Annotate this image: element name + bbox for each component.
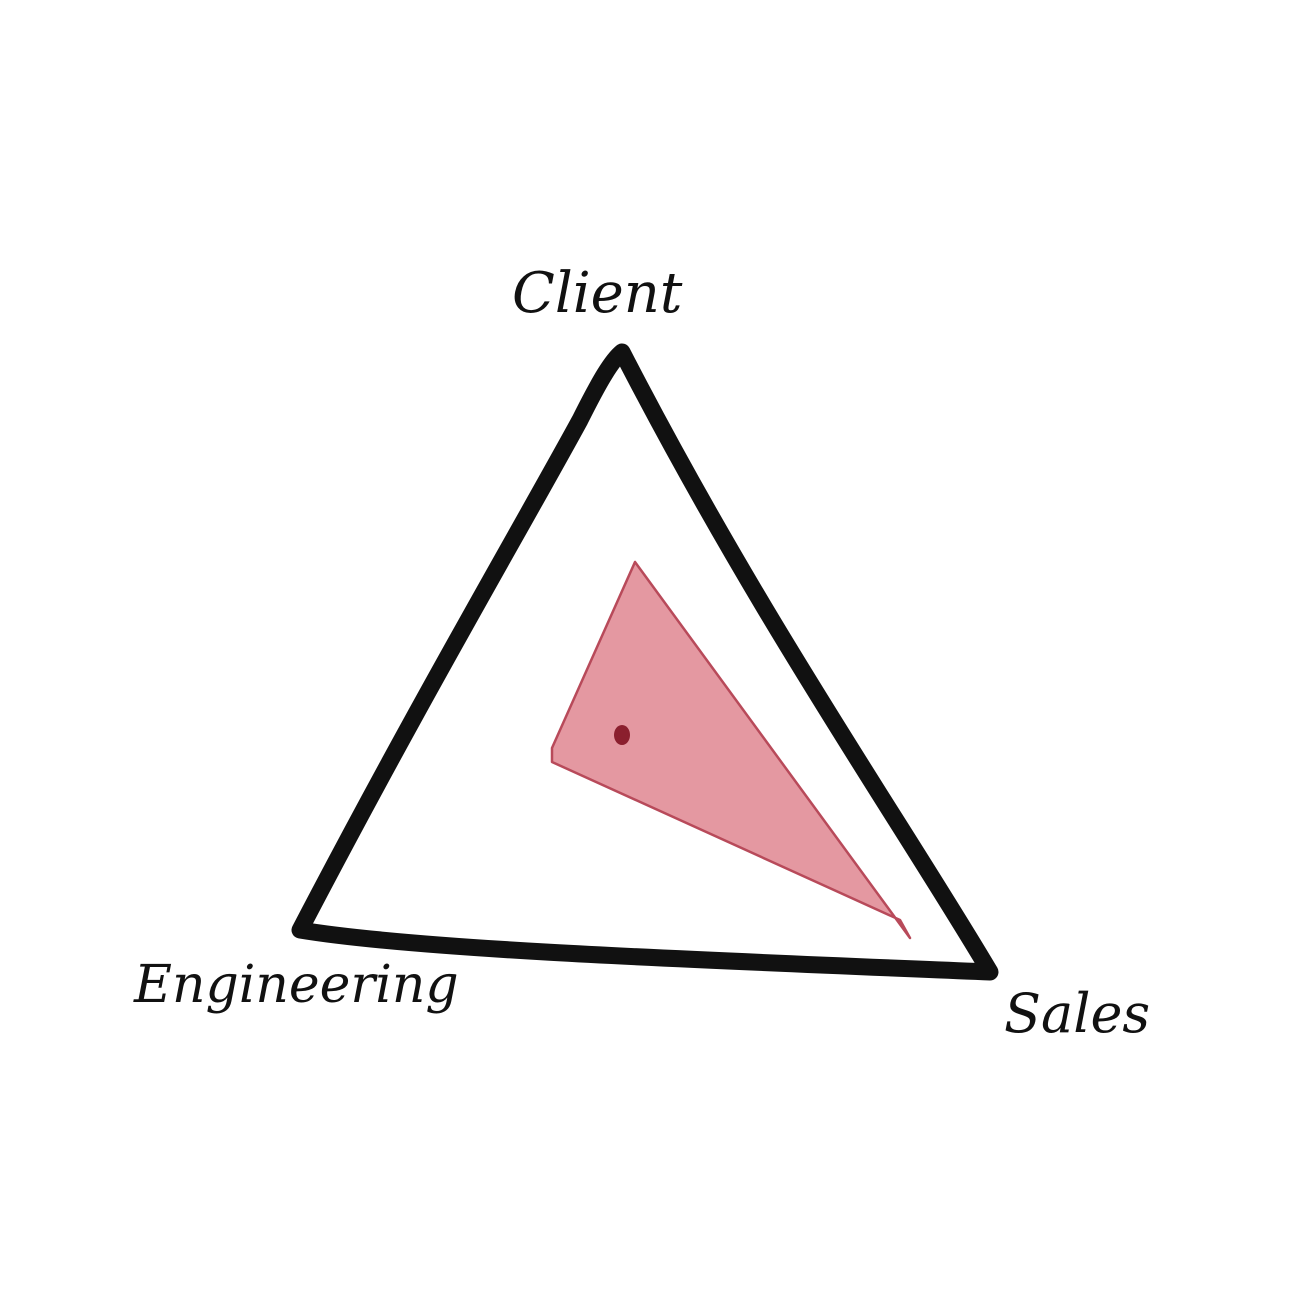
vertex-label-engineering: Engineering [133,955,459,1015]
shaded-region [550,560,912,940]
vertex-label-client: Client [512,261,683,326]
vertex-label-sales: Sales [1004,982,1150,1045]
position-marker [614,725,630,745]
outer-triangle [291,343,999,981]
